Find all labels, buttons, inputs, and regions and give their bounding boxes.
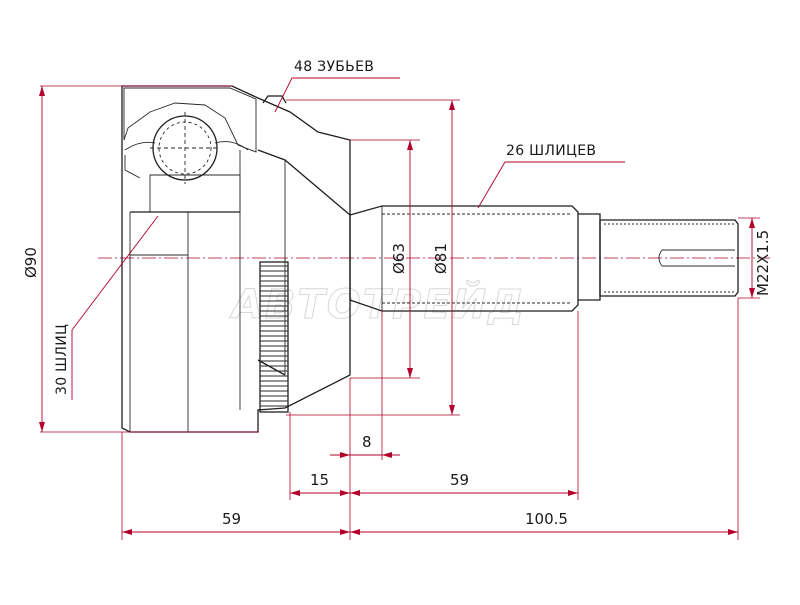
extension-lines [40,85,760,540]
dim-thread: M22X1.5 [754,230,772,296]
abs-tone-ring [259,261,289,413]
splined-stem [349,205,739,312]
dim-length-59-stem: 59 [450,471,469,489]
dim-length-59-body: 59 [222,510,241,528]
dim-offset-8: 8 [362,433,372,451]
label-48-teeth: 48 ЗУБЬЕВ [294,59,374,75]
leader-lines [71,77,625,400]
label-30-splines: 30 ШЛИЦ [54,324,70,395]
dim-length-15: 15 [310,471,329,489]
dimension-lines [39,86,755,535]
watermark-text: АВТОТРЕЙД [229,280,526,328]
dim-outer-diameter: Ø90 [22,247,40,278]
label-26-splines: 26 ШЛИЦЕВ [506,143,596,159]
dim-length-100-5: 100.5 [525,510,568,528]
dim-diameter-81: Ø81 [432,243,450,274]
dim-diameter-63: Ø63 [390,243,408,274]
joint-housing [121,85,351,433]
